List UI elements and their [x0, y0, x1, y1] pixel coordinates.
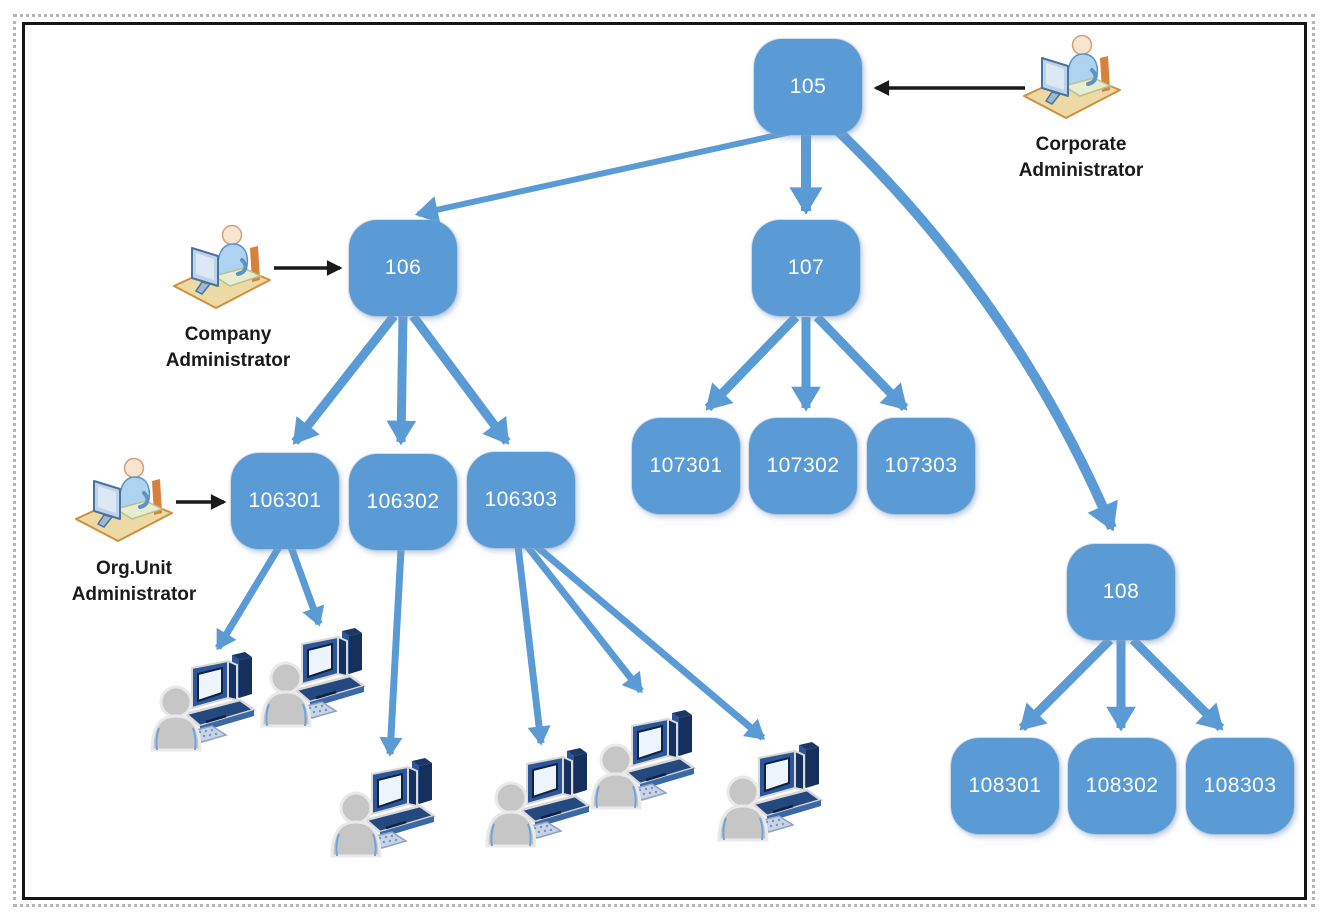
orgunit-admin-label-line1: Org.Unit — [96, 558, 172, 579]
arrow-106303-to-user4 — [514, 545, 551, 746]
node-108: 108 — [1067, 544, 1175, 640]
arrow-108-to-108301 — [1018, 636, 1114, 732]
user-workstation-icon-1 — [148, 652, 260, 752]
arrow-105-to-108 — [831, 124, 1118, 532]
corporate-admin-label-line1: Corporate — [1035, 134, 1127, 155]
arrow-106302-to-user3 — [379, 549, 405, 757]
orgunit-admin-label: Org.Unit Administrator — [49, 556, 219, 608]
user-workstation-icon-2 — [258, 628, 370, 728]
node-108301: 108301 — [951, 738, 1059, 834]
arrow-108-to-108303 — [1129, 636, 1225, 732]
node-106: 106 — [349, 220, 457, 316]
user-workstation-icon-4 — [483, 748, 595, 848]
user-workstation-icon-5 — [588, 710, 700, 810]
arrow-107-to-107303 — [813, 313, 909, 412]
user-workstation-icon-6 — [715, 742, 827, 842]
arrow-106-to-106303 — [409, 313, 511, 445]
orgunit-admin-workstation-icon — [74, 455, 174, 547]
orgunit-admin-label-line2: Administrator — [71, 584, 197, 605]
node-107301: 107301 — [632, 418, 740, 514]
node-107302: 107302 — [749, 418, 857, 514]
arrow-106-to-106302 — [386, 315, 417, 446]
arrow-106303-to-user6 — [533, 543, 766, 741]
node-108302: 108302 — [1068, 738, 1176, 834]
arrow-106303-to-user5 — [524, 543, 644, 694]
arrow-107-to-107301 — [704, 313, 800, 412]
company-admin-workstation-icon — [172, 222, 272, 314]
arrow-106301-to-user1 — [215, 545, 282, 651]
arrow-106301-to-user2 — [287, 545, 325, 627]
arrow-106-to-106301 — [291, 313, 398, 445]
node-105: 105 — [754, 39, 862, 135]
node-106302: 106302 — [349, 454, 457, 550]
node-106301: 106301 — [231, 453, 339, 549]
company-admin-label-line1: Company — [184, 324, 272, 345]
user-workstation-icon-3 — [328, 758, 440, 858]
node-107303: 107303 — [867, 418, 975, 514]
arrow-105-to-106 — [414, 129, 792, 224]
corporate-admin-label: Corporate Administrator — [996, 132, 1166, 184]
node-107: 107 — [752, 220, 860, 316]
node-108303: 108303 — [1186, 738, 1294, 834]
corporate-admin-label-line2: Administrator — [1018, 160, 1144, 181]
node-106303: 106303 — [467, 452, 575, 548]
company-admin-label-line2: Administrator — [165, 350, 291, 371]
company-admin-label: Company Administrator — [143, 322, 313, 374]
corporate-admin-workstation-icon — [1022, 32, 1122, 124]
